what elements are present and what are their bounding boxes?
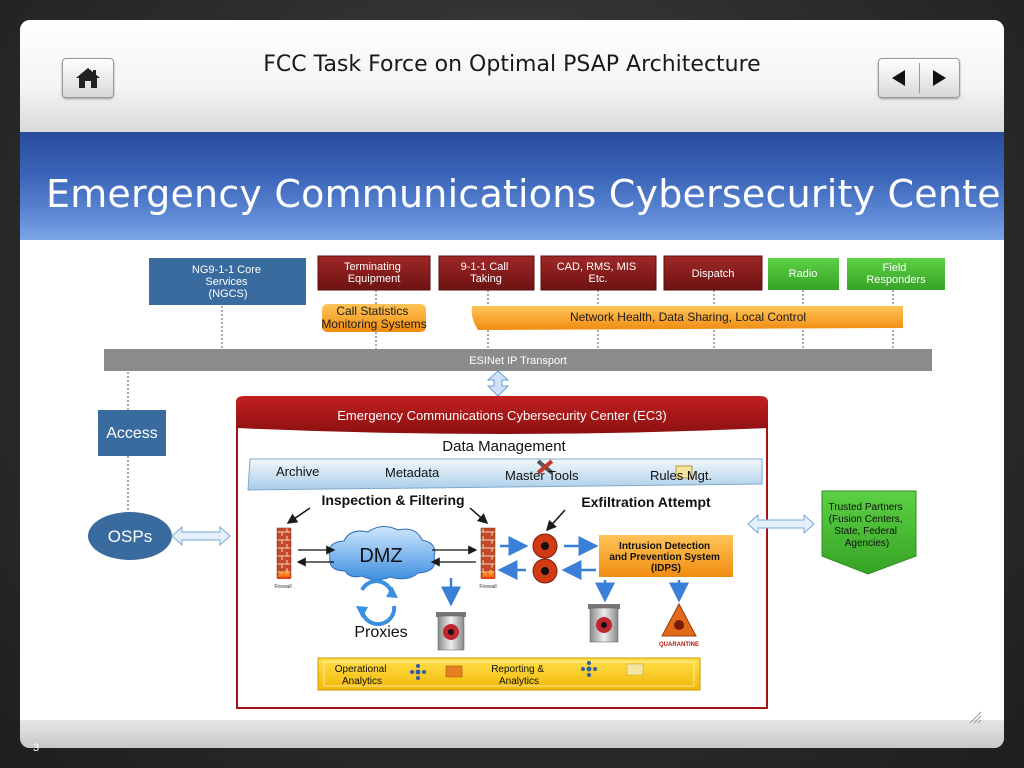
slide-footer-band [20,720,1004,748]
home-button[interactable] [62,58,114,98]
biohazard-icon-top [532,533,558,559]
reporting-analytics-label: Reporting & Analytics [491,664,547,687]
osps-label: OSPs [108,527,152,546]
data-management-bar [247,458,763,491]
quarantine-symbol [674,620,684,630]
dispatch-box [663,255,763,291]
triangle-left-icon [891,70,905,86]
slide-number: 3 [33,742,40,754]
osps-ec3-double-arrow [171,525,231,547]
biohazard-trash-can-left-icon [436,612,466,651]
data-management-title: Data Management [442,438,566,455]
ec3-title-label: Emergency Communications Cybersecurity C… [337,408,666,423]
idps-label: Intrusion Detection and Prevention Syste… [609,541,722,574]
triangle-right-icon [933,70,947,86]
biohazard-icon-bottom [532,558,558,584]
inspection-filtering-label: Inspection & Filtering [321,492,464,508]
osps-ellipse [88,512,172,560]
call-taking-box [438,255,535,291]
nav-separator [918,63,920,93]
field-responders-label: Field Responders [866,262,926,286]
access-box [98,410,166,456]
network-nodes-icon-right [581,661,597,677]
terminating-equipment-label: Terminating Equipment [344,261,404,285]
radio-label: Radio [789,268,818,280]
next-slide-button[interactable] [919,59,959,97]
idps-box [599,535,733,577]
report-chart-icon [445,665,463,678]
access-label: Access [106,425,158,442]
folder-icon [626,663,644,676]
cad-rms-mis-box [540,255,657,291]
call-statistics-label: Call Statistics Monitoring Systems [321,304,426,331]
slide-header-band: FCC Task Force on Optimal PSAP Architect… [20,20,1004,132]
esinet-bar [104,349,932,371]
ngcs-label: NG9-1-1 Core Services (NGCS) [192,264,264,300]
ec3-title-banner [236,396,768,434]
proxies-cycle-arrowhead-1 [386,586,398,598]
proxies-cycle-arrowhead-2 [356,606,368,618]
title-band: Emergency Communications Cybersecurity C… [20,132,1004,240]
dm-metadata-label: Metadata [385,465,440,480]
radio-box [768,258,839,290]
terminating-equipment-box [317,255,431,291]
dmz-cloud [328,526,436,581]
tools-icon [536,459,554,475]
biohazard-trash-can-right-icon [588,604,620,643]
ngcs-box [149,258,306,305]
trusted-partners-label: Trusted Partners (Fusion Centers, State,… [829,502,906,549]
slide-header-text: FCC Task Force on Optimal PSAP Architect… [263,52,761,77]
esinet-label: ESINet IP Transport [469,355,567,367]
dm-archive-label: Archive [276,464,319,479]
network-health-banner [471,306,903,330]
quarantine-label: QUARANTINE [659,642,699,648]
cad-rms-mis-label: CAD, RMS, MIS Etc. [557,261,640,285]
field-responders-box [847,258,945,290]
blue-flow-arrows [441,536,689,607]
network-health-label: Network Health, Data Sharing, Local Cont… [570,310,806,324]
resize-grip-icon[interactable] [968,710,982,724]
call-statistics-box [322,304,426,332]
dm-master-tools-label: Master Tools [505,468,579,483]
call-taking-label: 9-1-1 Call Taking [461,261,512,285]
dm-rules-label: Rules Mgt. [650,468,712,483]
rules-folder-icon [675,465,693,479]
operational-analytics-label: Operational Analytics [335,664,389,687]
trusted-partners-shape [821,490,917,575]
firewall-left-icon [276,527,292,579]
firewall-left-label: Firewall [274,584,291,590]
dispatch-label: Dispatch [692,268,735,280]
trusted-partners-double-arrow [747,513,815,535]
exfiltration-label: Exfiltration Attempt [581,494,711,510]
firewall-right-label: Firewall [479,584,496,590]
previous-slide-button[interactable] [879,59,919,97]
analytics-bar-inner-frame [323,661,695,687]
dmz-flow-arrows [296,545,478,567]
proxies-label: Proxies [354,624,407,641]
slide-title: Emergency Communications Cybersecurity C… [46,172,1004,216]
network-nodes-icon-left [410,664,426,680]
firewall-right-icon [480,527,496,579]
inspection-arrows [286,507,566,532]
dmz-label: DMZ [359,545,402,567]
home-icon [76,68,100,88]
slide-nav-buttons [878,58,960,98]
